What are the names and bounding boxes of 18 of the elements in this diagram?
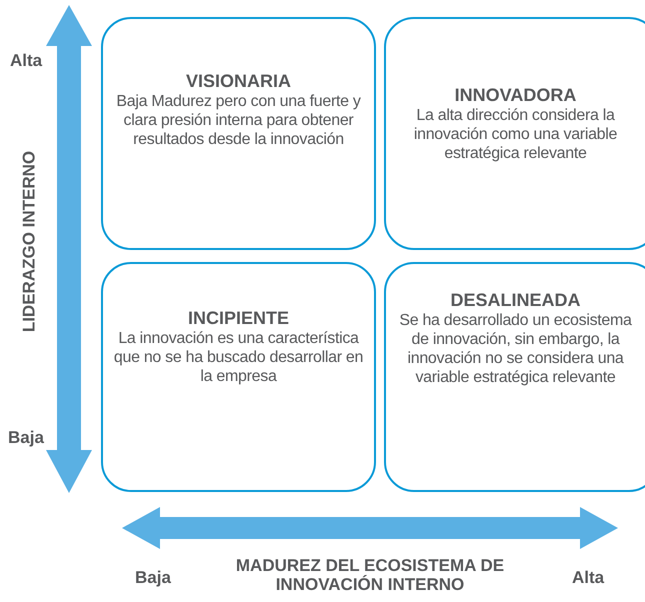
quadrant-description: Baja Madurez pero con una fuerte y clara presión interna para obtener resultados desde la innovación	[115, 92, 362, 149]
axis-title: LIDERAZGO INTERNO	[20, 150, 38, 334]
axis-value-label: Alta	[570, 568, 606, 587]
quadrant-title: INCIPIENTE	[188, 308, 289, 329]
axis-value-label: Baja	[134, 568, 172, 587]
quadrant-description: Se ha desarrollado un ecosistema de innovación, sin embargo, la innovación no se considera una variable estratégica relevante	[398, 311, 633, 387]
axis-title: MADUREZ DEL ECOSISTEMA DE INNOVACIÓN INTERNO	[234, 556, 506, 594]
quadrant-description: La innovación es una característica que no se ha buscado desarrollar en la empresa	[113, 329, 364, 386]
quadrant-box	[101, 17, 376, 250]
quadrant-title: DESALINEADA	[450, 290, 580, 311]
axis-value-label: Baja	[7, 428, 45, 447]
quadrant-description: La alta dirección considera la innovación como una variable estratégica relevante	[412, 106, 618, 163]
quadrant-box	[384, 17, 645, 250]
quadrant-title: INNOVADORA	[454, 85, 576, 106]
quadrant-box	[101, 262, 376, 492]
quadrant-title: VISIONARIA	[186, 71, 291, 92]
axis-value-label: Alta	[8, 51, 44, 70]
quadrant-box	[384, 262, 645, 492]
